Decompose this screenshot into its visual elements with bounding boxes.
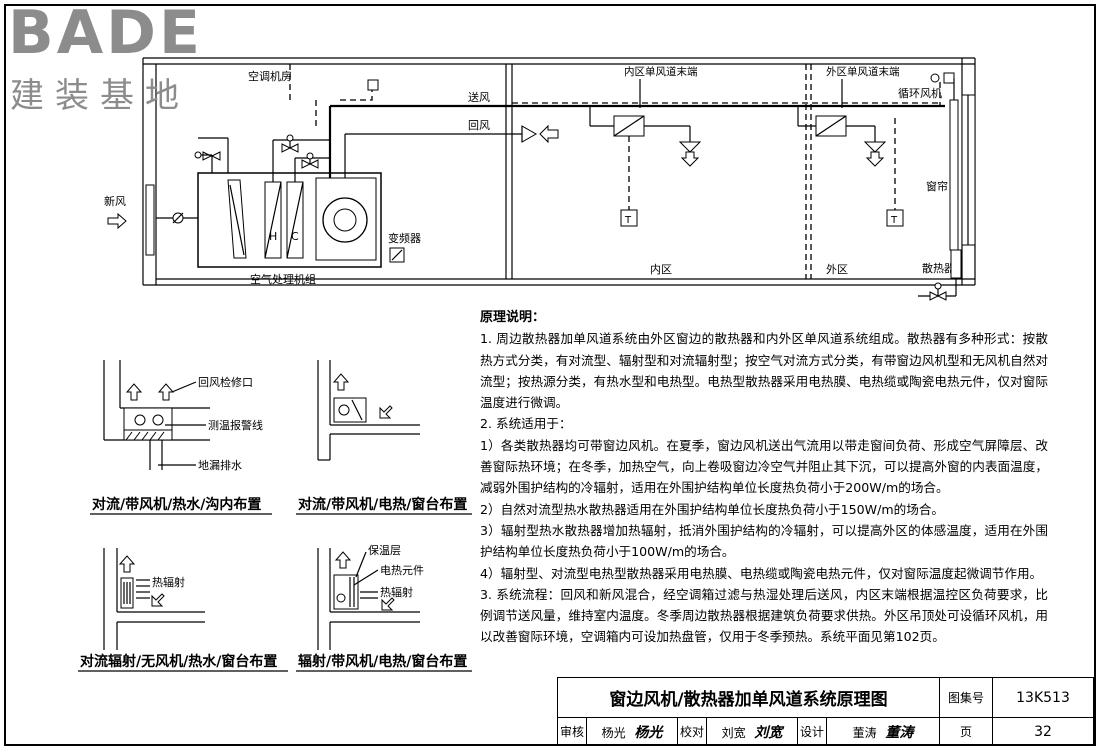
page-number: 32 (992, 717, 1094, 746)
radiator-label: 散热器 (922, 261, 955, 275)
fresh-air-louver (145, 184, 155, 256)
detail-3: 热辐射 对流辐射/无风机/热水/窗台布置 (78, 548, 288, 672)
check-name: 刘宽 刘宽 (706, 717, 798, 746)
detail-3-caption: 对流辐射/无风机/热水/窗台布置 (80, 653, 277, 670)
svg-text:测温报警线: 测温报警线 (208, 418, 263, 432)
vfd-label: 变频器 (388, 231, 421, 245)
svg-text:H: H (269, 230, 277, 243)
circ-fan-label: 循环风机 (898, 86, 942, 100)
inner-zone-label: 内区 (650, 262, 672, 276)
fresh-air-arrow (107, 212, 127, 230)
svg-text:T: T (624, 215, 632, 226)
note-paragraph: 1. 周边散热器加单风道系统由外区窗边的散热器和内外区单风道系统组成。散热器有多… (480, 331, 1048, 411)
detail-2-caption: 对流/带风机/电热/窗台布置 (298, 496, 467, 513)
svg-text:T: T (890, 215, 898, 226)
svg-text:电热元件: 电热元件 (380, 564, 424, 577)
return-air-arrow (539, 124, 559, 144)
notes-title: 原理说明： (480, 310, 546, 325)
logo-subtitle: 建装基地 (10, 76, 190, 116)
bade-logo: BADE 建装基地 (8, 0, 223, 116)
note-paragraph: 2）自然对流型热水散热器适用在外围护结构单位长度热负荷小于150W/m的场合。 (480, 501, 945, 517)
outer-thermostat (886, 209, 904, 227)
note-paragraph: 3. 系统流程：回风和新风混合，经空调箱过滤与热湿处理后送风，内区末端根据温控区… (480, 586, 1048, 645)
design-label: 设计 (797, 717, 827, 746)
coil-valves (272, 134, 330, 182)
logo-brand: BADE (8, 0, 203, 68)
svg-text:地漏排水: 地漏排水 (198, 458, 242, 472)
svg-text:C: C (291, 230, 299, 243)
curtain-label: 窗帘 (926, 179, 948, 193)
check-label: 校对 (677, 717, 707, 746)
principle-notes: 原理说明： 1. 周边散热器加单风道系统由外区窗边的散热器和内外区单风道系统组成… (480, 307, 1048, 648)
svg-text:热辐射: 热辐射 (380, 585, 413, 599)
detail-2: 对流/带风机/电热/窗台布置 (296, 360, 472, 515)
radiator (950, 249, 962, 279)
supply-air-label: 送风 (468, 90, 490, 104)
note-paragraph: 2. 系统适用于： (480, 416, 572, 432)
svg-text:回风检修口: 回风检修口 (198, 375, 253, 389)
circ-fan (930, 73, 940, 83)
detail-1: 回风检修口 测温报警线 地漏排水 对流/带风机/热水/沟内布置 (90, 360, 272, 515)
fresh-air-label: 新风 (104, 194, 126, 208)
page-label: 页 (939, 717, 993, 746)
note-paragraph: 3）辐射型热水散热器增加热辐射，抵消外围护结构的冷辐射，可以提高外区的体感温度，… (480, 522, 1048, 560)
return-air-label: 回风 (468, 119, 490, 132)
svg-text:保温层: 保温层 (368, 543, 401, 557)
drawing-frame (4, 4, 1096, 746)
atlas-number: 13K513 (992, 677, 1094, 718)
ac-room-label: 空调机房 (248, 69, 292, 83)
drawing-title: 窗边风机/散热器加单风道系统原理图 (557, 677, 940, 718)
designer-signature: 董涛 (880, 724, 914, 741)
reviewer-signature: 杨光 (629, 724, 663, 741)
inner-terminal-label: 内区单风道末端 (624, 65, 698, 78)
outer-zone-label: 外区 (826, 263, 848, 276)
detail-1-caption: 对流/带风机/热水/沟内布置 (92, 496, 261, 513)
note-paragraph: 1）各类散热器均可带窗边风机。在夏季，窗边风机送出气流用以带走窗间负荷、形成空气… (480, 437, 1048, 496)
detail-4: 保温层 电热元件 热辐射 辐射/带风机/电热/窗台布置 (296, 543, 472, 672)
outer-terminal-label: 外区单风道末端 (826, 65, 900, 78)
title-block: 窗边风机/散热器加单风道系统原理图 图集号 13K513 审核 杨光 杨光 校对… (557, 677, 1094, 746)
review-label: 审核 (557, 717, 587, 746)
return-grille (521, 125, 538, 143)
atlas-label: 图集号 (939, 677, 993, 718)
ahu-label: 空气处理机组 (250, 272, 316, 286)
review-name: 杨光 杨光 (586, 717, 678, 746)
note-paragraph: 4）辐射型、对流型电热型散热器采用电热膜、电热缆或陶瓷电热元件，仅对窗际温度起微… (480, 565, 1043, 581)
detail-4-caption: 辐射/带风机/电热/窗台布置 (298, 653, 467, 670)
checker-signature: 刘宽 (749, 724, 783, 741)
inner-thermostat (620, 209, 638, 227)
svg-text:热辐射: 热辐射 (152, 575, 185, 589)
building-outline (142, 57, 976, 286)
design-name: 董涛 董涛 (826, 717, 940, 746)
